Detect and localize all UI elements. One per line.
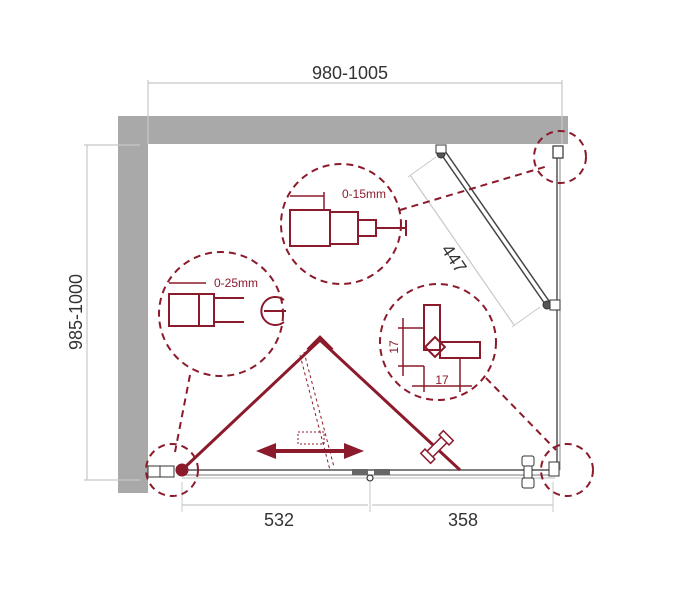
callout-bottom-right	[540, 443, 594, 497]
detail-top-profile: 0-15mm	[280, 163, 549, 285]
walls	[118, 116, 568, 493]
depth-dimension: 985-1000	[66, 144, 140, 481]
door-rail	[147, 455, 560, 489]
swing-handle	[419, 429, 455, 465]
left-wall	[118, 116, 148, 493]
top-profile-adjustment-label: 0-15mm	[342, 187, 386, 201]
center-pivot	[366, 474, 374, 482]
panel-length-label: 447	[437, 241, 470, 277]
slide-direction-arrow-icon	[256, 443, 364, 459]
width-dimension: 980-1005	[147, 63, 563, 144]
detail-left-profile: 0-25mm	[158, 251, 286, 453]
corner-profile-bottom-right	[548, 461, 560, 477]
door-right-segment-label: 358	[448, 510, 478, 530]
bottom-dimensions: 532 358	[181, 482, 554, 530]
corner-vertical-label: 17	[387, 340, 401, 354]
left-profile-adjustment-label: 0-25mm	[214, 276, 258, 290]
corner-horizontal-label: 17	[435, 373, 449, 387]
left-wall-profile	[147, 465, 175, 478]
width-label: 980-1005	[312, 63, 388, 83]
wall-profile-top-right	[552, 145, 564, 159]
roller-left	[352, 469, 368, 475]
back-wall	[118, 116, 568, 144]
pivot-hinge-left	[175, 463, 189, 477]
door-left-segment-label: 532	[264, 510, 294, 530]
callout-bottom-left	[145, 443, 199, 497]
door-swing-path	[175, 335, 462, 477]
callout-top-right	[533, 130, 587, 184]
detail-corner-profile: 17 17	[379, 283, 557, 451]
roller-right	[374, 469, 390, 475]
depth-label: 985-1000	[66, 274, 86, 350]
door-knob	[521, 455, 535, 489]
